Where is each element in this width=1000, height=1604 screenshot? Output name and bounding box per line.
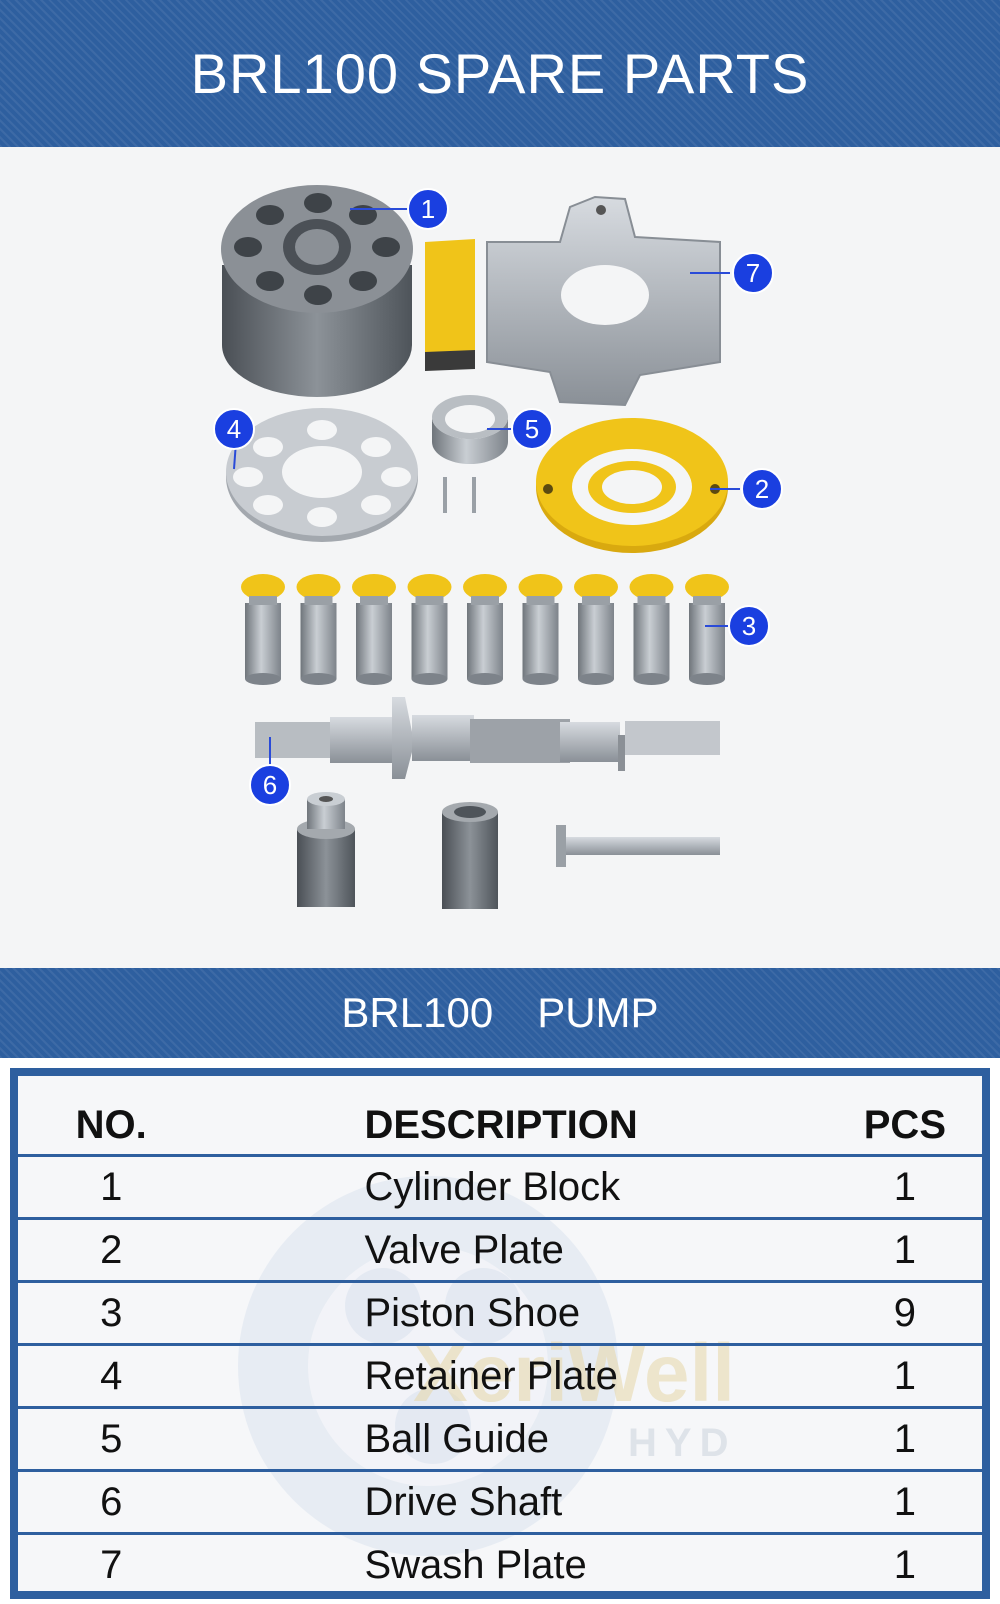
yellow-bushing <box>425 239 475 359</box>
callout-4: 4 <box>213 408 255 450</box>
model-banner: BRL100 PUMP <box>0 968 1000 1058</box>
piston-shoe <box>407 574 452 600</box>
svg-text:7: 7 <box>746 258 760 288</box>
cell-pcs: 1 <box>863 1469 982 1534</box>
cell-description: Valve Plate <box>184 1217 864 1282</box>
retainer-plate <box>226 408 418 542</box>
piston-body <box>411 603 448 679</box>
table-row: 3 Piston Shoe 9 <box>18 1280 982 1345</box>
table-header-row: NO. DESCRIPTION PCS <box>18 1076 982 1156</box>
piston-body <box>245 603 281 679</box>
svg-text:2: 2 <box>755 474 769 504</box>
piston-shoe <box>629 574 674 600</box>
page-title: BRL100 SPARE PARTS <box>190 42 810 105</box>
piston-body <box>522 603 559 679</box>
cell-no: 6 <box>18 1469 185 1534</box>
col-header-pcs: PCS <box>863 1103 946 1147</box>
ball-guide <box>432 395 508 464</box>
table-row: 7 Swash Plate 1 <box>18 1532 982 1595</box>
cell-description: Retainer Plate <box>184 1343 864 1408</box>
table-row: 5 Ball Guide 1 <box>18 1406 982 1471</box>
cell-no: 2 <box>18 1217 185 1282</box>
sleeve-short <box>297 792 355 907</box>
table-row: 2 Valve Plate 1 <box>18 1217 982 1282</box>
svg-text:1: 1 <box>421 194 435 224</box>
cell-description: Drive Shaft <box>184 1469 864 1534</box>
col-header-no: NO. <box>75 1103 147 1147</box>
parts-table-frame: XeriWell HYD NO. DESCRIPTION PCS 1 Cylin… <box>10 1068 990 1599</box>
cell-no: 7 <box>18 1532 185 1595</box>
cell-pcs: 1 <box>863 1343 982 1408</box>
parts-table: NO. DESCRIPTION PCS 1 Cylinder Block 1 2… <box>18 1076 982 1595</box>
piston-body <box>467 603 503 679</box>
col-header-description: DESCRIPTION <box>364 1103 638 1147</box>
drive-shaft <box>255 697 720 779</box>
page-title-banner: BRL100 SPARE PARTS <box>0 0 1000 147</box>
cell-description: Ball Guide <box>184 1406 864 1471</box>
piston-shoe <box>685 574 729 600</box>
model-name: BRL100 <box>341 989 494 1036</box>
callout-6: 6 <box>249 764 291 806</box>
piston-shoe <box>241 574 285 600</box>
cylinder-block <box>221 185 413 397</box>
piston-body <box>689 603 725 679</box>
callout-1: 1 <box>407 188 449 230</box>
svg-text:5: 5 <box>525 414 539 444</box>
cell-description: Swash Plate <box>184 1532 864 1595</box>
model-type: PUMP <box>537 989 659 1036</box>
cell-pcs: 1 <box>863 1532 982 1595</box>
table-row: 6 Drive Shaft 1 <box>18 1469 982 1534</box>
cell-no: 4 <box>18 1343 185 1408</box>
piston-body <box>356 603 392 679</box>
table-row: 1 Cylinder Block 1 <box>18 1154 982 1219</box>
callout-5: 5 <box>511 408 553 450</box>
parts-exploded-view: 1 7 4 5 2 3 6 <box>0 147 1000 968</box>
swash-plate <box>486 195 721 407</box>
cell-no: 1 <box>18 1154 185 1219</box>
cell-pcs: 1 <box>863 1406 982 1471</box>
piston-shoe <box>518 574 563 600</box>
piston-shoe <box>352 574 396 600</box>
callout-3: 3 <box>728 605 770 647</box>
sleeve-tall <box>442 802 498 909</box>
piston-shoe <box>574 574 618 600</box>
cell-no: 3 <box>18 1280 185 1345</box>
cell-description: Cylinder Block <box>184 1154 864 1219</box>
callout-7: 7 <box>732 252 774 294</box>
cell-pcs: 1 <box>863 1154 982 1219</box>
callout-2: 2 <box>741 468 783 510</box>
table-row: 4 Retainer Plate 1 <box>18 1343 982 1408</box>
piston-body <box>300 603 337 679</box>
cell-description: Piston Shoe <box>184 1280 864 1345</box>
parts-illustration: 1 7 4 5 2 3 6 <box>213 185 783 909</box>
svg-text:3: 3 <box>742 611 756 641</box>
piston-body <box>633 603 670 679</box>
piston-body <box>578 603 614 679</box>
cell-pcs: 1 <box>863 1217 982 1282</box>
cell-no: 5 <box>18 1406 185 1471</box>
cell-pcs: 9 <box>863 1280 982 1345</box>
svg-text:4: 4 <box>227 414 241 444</box>
piston-shoe <box>296 574 341 600</box>
pistons <box>241 574 729 685</box>
pin <box>556 825 720 867</box>
svg-text:6: 6 <box>263 770 277 800</box>
piston-shoe <box>463 574 507 600</box>
valve-plate <box>536 418 728 553</box>
